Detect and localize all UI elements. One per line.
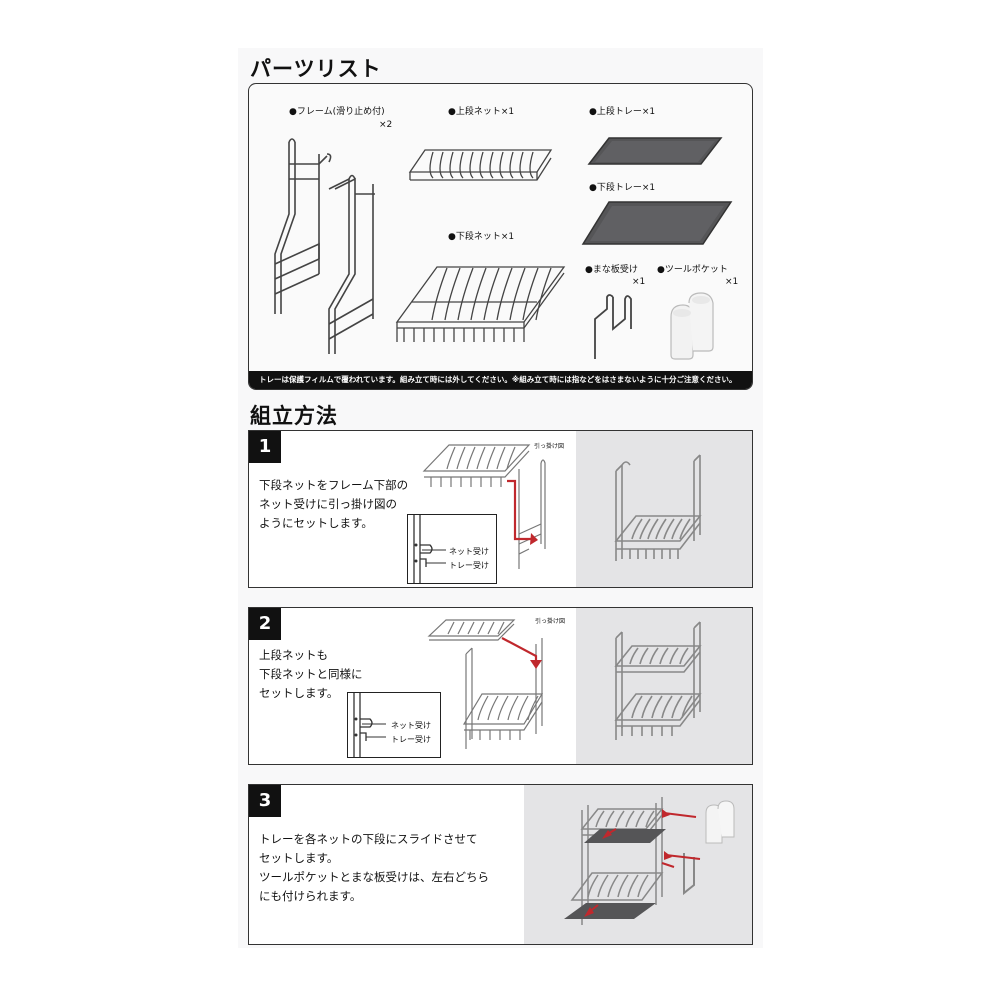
step-2-diagram xyxy=(427,619,544,749)
step-2-text: 上段ネットも 下段ネットと同様に セットします。 xyxy=(259,648,363,700)
upper-net-illustration xyxy=(408,149,553,181)
step-1-callout-tray-holder: トレー受け xyxy=(449,561,489,570)
step-2-photo xyxy=(576,608,752,764)
part-label-upper-tray: ●上段トレー×1 xyxy=(589,107,656,117)
step-2-callout-net-holder: ネット受け xyxy=(391,721,431,730)
tool-pocket-illustration xyxy=(670,292,714,360)
part-label-upper-net: ●上段ネット×1 xyxy=(448,107,515,117)
lower-tray-illustration xyxy=(581,201,733,245)
cutting-board-holder-illustration xyxy=(594,294,632,359)
step-1-diagram xyxy=(422,444,546,569)
step-2-detail-inset xyxy=(347,692,441,758)
step-3-photo xyxy=(524,785,752,944)
frame-illustration xyxy=(274,138,375,354)
step-2-hook-label: 引っ掛け図 xyxy=(535,618,566,625)
step-1-number: 1 xyxy=(249,431,281,463)
part-label-lower-net: ●下段ネット×1 xyxy=(448,232,515,242)
step-3-panel: 3 トレーを各ネットの下段にスライドさせて セットします。 ツールポケットとまな… xyxy=(248,784,753,945)
part-label-cutting-board-holder: ●まな板受け xyxy=(585,265,638,275)
step-3-number: 3 xyxy=(249,785,281,817)
step-1-text: 下段ネットをフレーム下部の ネット受けに引っ掛け図の ようにセットします。 xyxy=(259,478,409,530)
step-3-text: トレーを各ネットの下段にスライドさせて セットします。 ツールポケットとまな板受… xyxy=(259,832,489,903)
part-qty-frame: ×2 xyxy=(379,120,393,130)
lower-net-illustration xyxy=(395,266,566,342)
upper-tray-illustration xyxy=(587,137,723,165)
parts-list-box: ●フレーム(滑り止め付) ×2 ●上段ネット×1 ●上段トレー×1 ●下段トレー… xyxy=(248,83,753,390)
part-label-tool-pocket: ●ツールポケット xyxy=(657,265,728,275)
assembly-title: 組立方法 xyxy=(250,404,338,428)
part-label-frame: ●フレーム(滑り止め付) xyxy=(289,107,385,117)
part-label-lower-tray: ●下段トレー×1 xyxy=(589,183,656,193)
step-1-hook-label: 引っ掛け図 xyxy=(534,443,565,450)
step-2-number: 2 xyxy=(249,608,281,640)
step-1-panel: 1 下段ネットをフレーム下部の ネット受けに引っ掛け図の ようにセットします。 … xyxy=(248,430,753,588)
step-1-detail-inset xyxy=(407,514,497,584)
step-2-callout-tray-holder: トレー受け xyxy=(391,735,431,744)
part-qty-cutting-board-holder: ×1 xyxy=(632,277,646,287)
protective-film-note: トレーは保護フィルムで覆われています。組み立て時には外してください。※組み立て時… xyxy=(249,371,752,389)
step-1-callout-net-holder: ネット受け xyxy=(449,547,489,556)
part-qty-tool-pocket: ×1 xyxy=(725,277,739,287)
step-2-panel: 2 上段ネットも 下段ネットと同様に セットします。 引っ掛け図 xyxy=(248,607,753,765)
step-1-photo xyxy=(576,431,752,587)
parts-list-title: パーツリスト xyxy=(250,57,382,81)
